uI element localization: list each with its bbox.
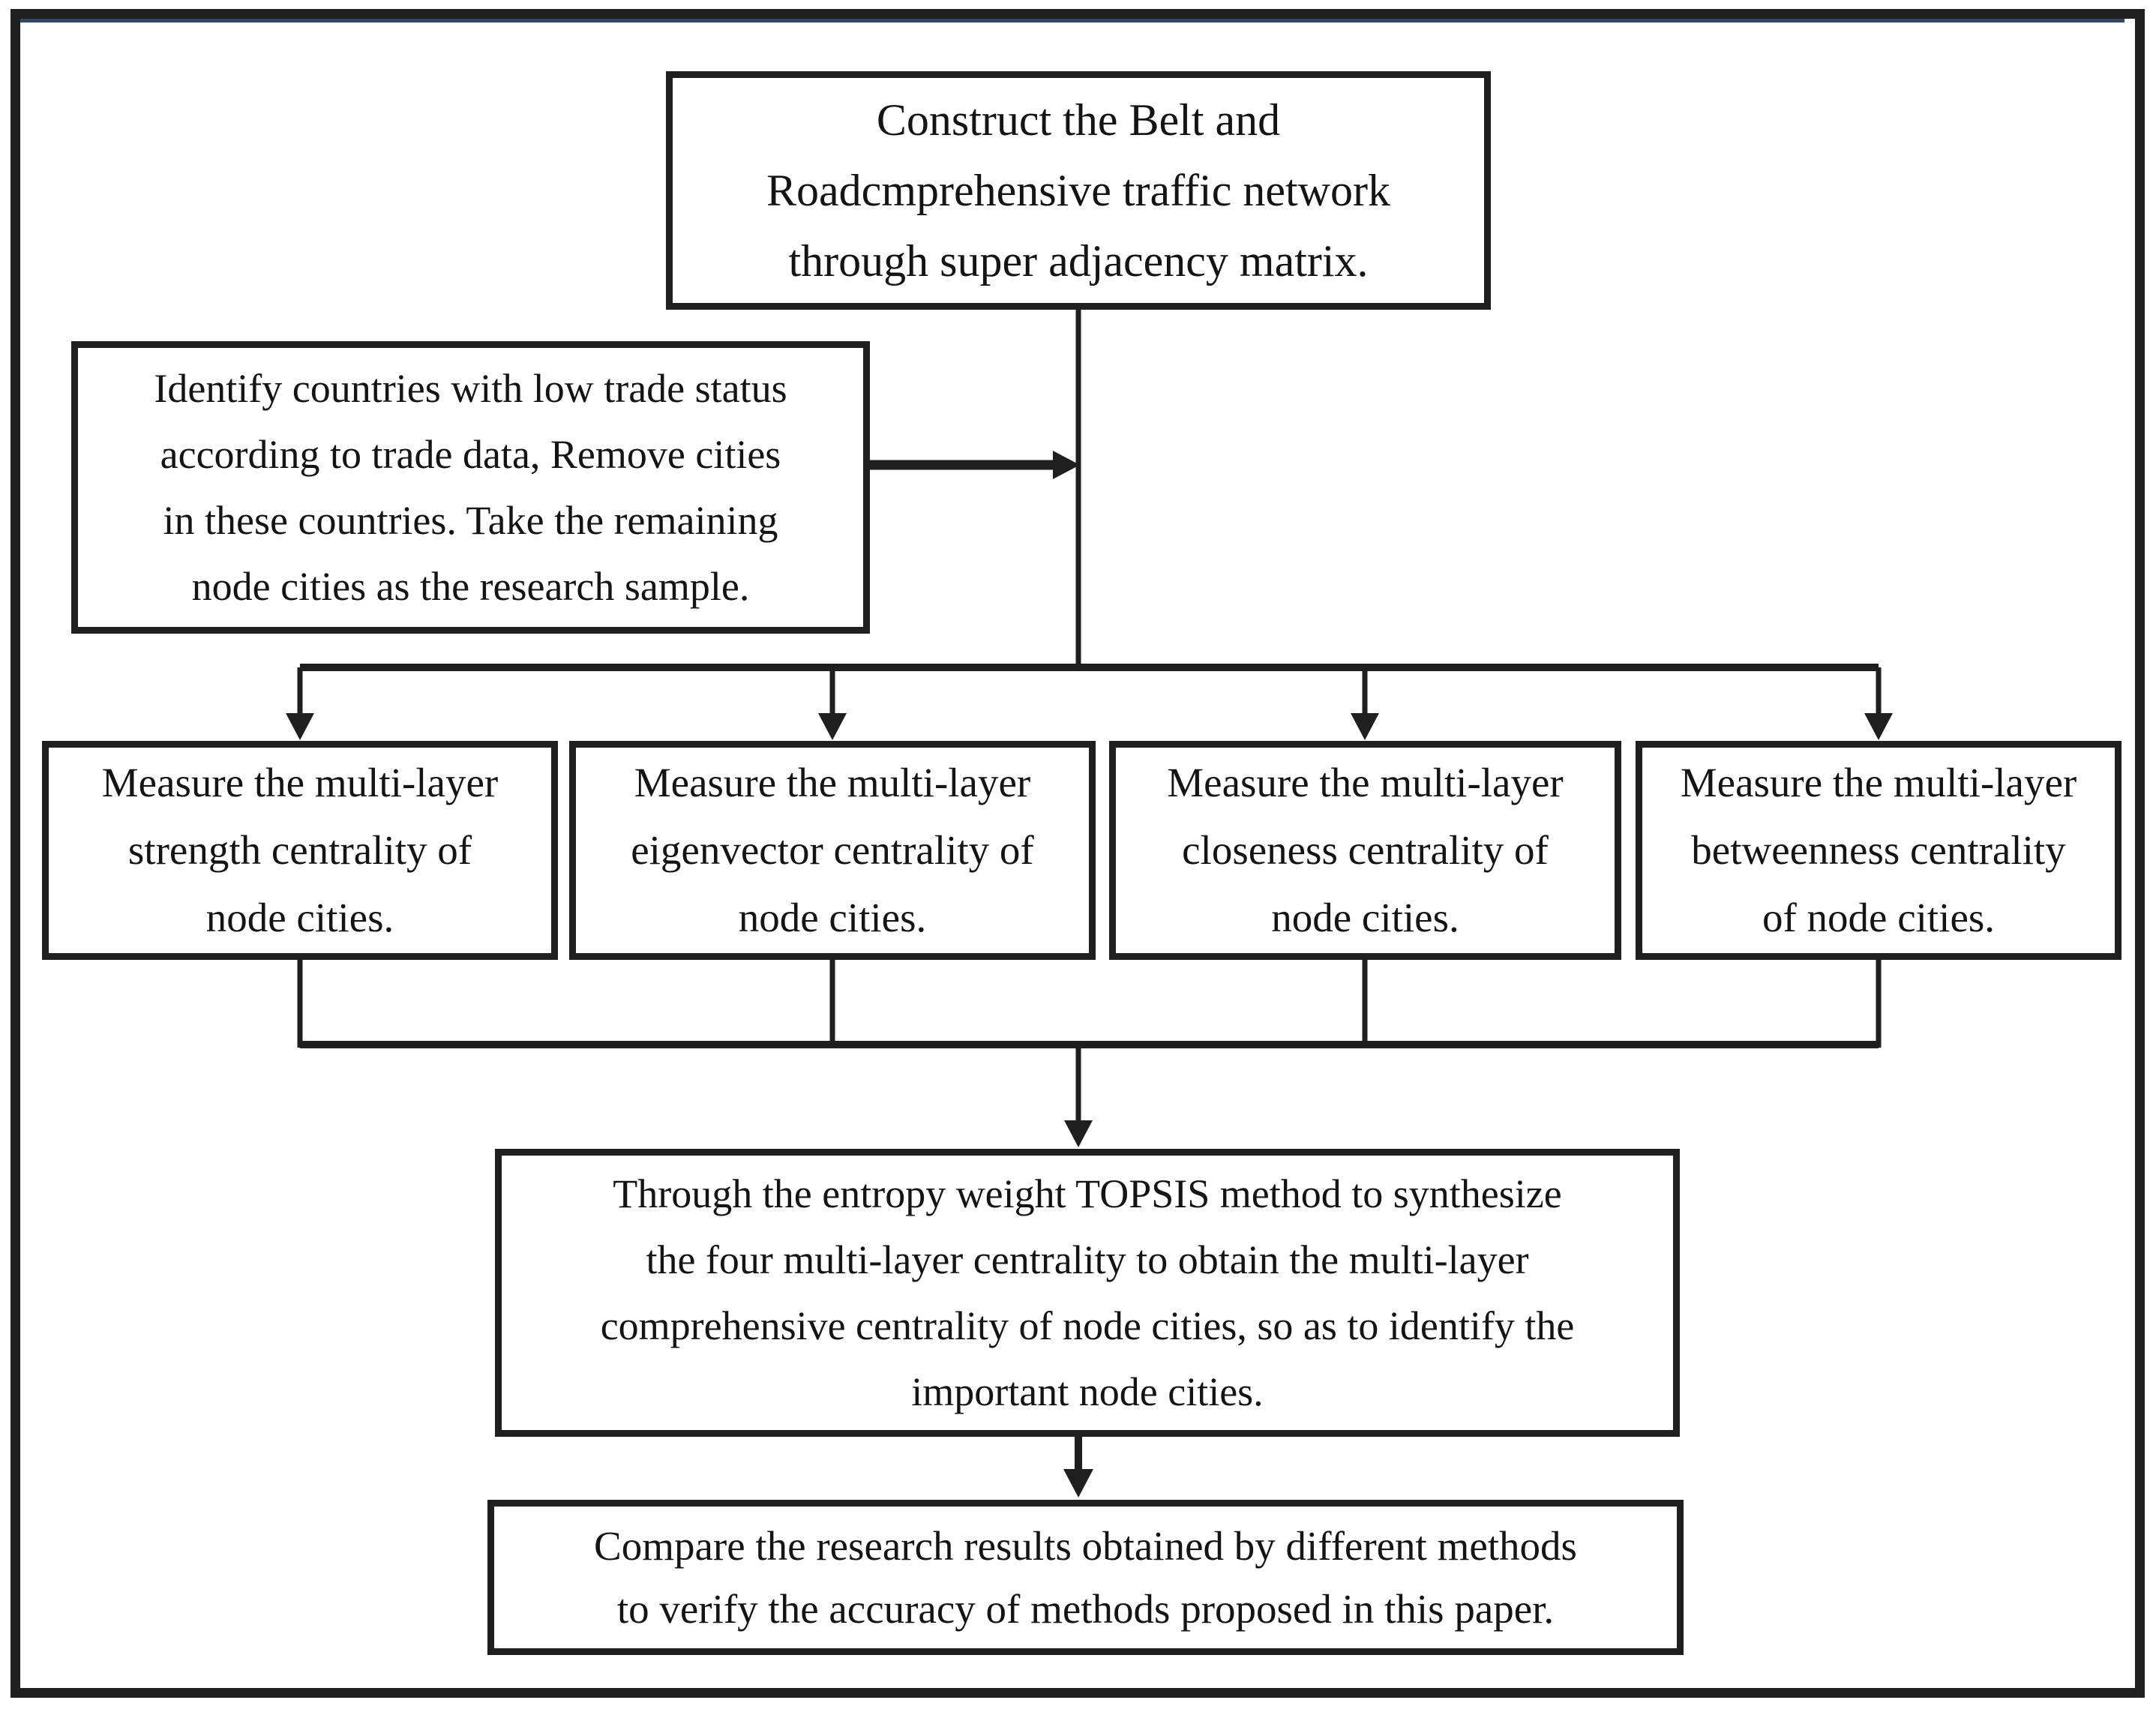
strength-centrality-box-line: node cities. [205,895,394,940]
construct-network-box: Construct the Belt and Roadcmprehensive … [666,71,1491,310]
betweenness-centrality-box-line: Measure the multi-layer [1680,760,2077,805]
eigenvector-centrality-box-line: Measure the multi-layer [634,760,1031,805]
compare-results-box-line: to verify the accuracy of methods propos… [616,1585,1555,1632]
identify-sample-box: Identify countries with low trade status… [71,341,870,634]
topsis-synthesis-box: Through the entropy weight TOPSIS method… [495,1149,1680,1437]
top-accent-line [20,19,2125,22]
betweenness-centrality-box-line: of node cities. [1762,895,1996,940]
branch-arrowhead-eigenvector [818,713,847,740]
construct-network-box-line: Construct the Belt and [876,95,1281,145]
identify-arrowhead [1053,451,1080,479]
closeness-centrality-box: Measure the multi-layer closeness centra… [1109,741,1621,960]
identify-sample-box-line: Identify countries with low trade status [154,366,787,411]
topsis-synthesis-box-line: important node cities. [911,1369,1264,1414]
topsis-synthesis-box-line: the four multi-layer centrality to obtai… [646,1237,1529,1282]
merge-to-topsis-arrowhead [1064,1120,1093,1147]
eigenvector-centrality-box: Measure the multi-layer eigenvector cent… [569,741,1096,960]
betweenness-centrality-box: Measure the multi-layer betweenness cent… [1636,741,2122,960]
eigenvector-centrality-box-line: eigenvector centrality of [631,827,1034,873]
compare-results-box-line: Compare the research results obtained by… [594,1522,1577,1569]
strength-centrality-box-line: strength centrality of [127,827,472,873]
construct-network-box-line: through super adjacency matrix. [788,236,1369,286]
closeness-centrality-box-line: node cities. [1271,895,1459,940]
eigenvector-centrality-box-line: node cities. [738,895,927,940]
construct-network-box-line: Roadcmprehensive traffic network [766,166,1390,215]
topsis-synthesis-box-line: Through the entropy weight TOPSIS method… [613,1171,1562,1216]
branch-arrowhead-betweenness [1864,713,1893,740]
identify-sample-box-line: according to trade data, Remove cities [160,432,781,477]
strength-centrality-box-line: Measure the multi-layer [101,760,499,805]
identify-sample-box-line: in these countries. Take the remaining [163,498,778,543]
betweenness-centrality-box-line: betweenness centrality [1691,827,2066,873]
branch-arrowhead-strength [286,713,314,740]
identify-sample-box-line: node cities as the research sample. [191,564,750,609]
strength-centrality-box: Measure the multi-layer strength central… [42,741,558,960]
topsis-to-compare-arrowhead [1063,1469,1093,1498]
branch-arrowhead-closeness [1351,713,1379,740]
closeness-centrality-box-line: Measure the multi-layer [1167,760,1564,805]
compare-results-box: Compare the research results obtained by… [487,1500,1684,1655]
figure-border [10,9,2145,1698]
topsis-synthesis-box-line: comprehensive centrality of node cities,… [600,1303,1575,1348]
closeness-centrality-box-line: closeness centrality of [1182,827,1549,873]
